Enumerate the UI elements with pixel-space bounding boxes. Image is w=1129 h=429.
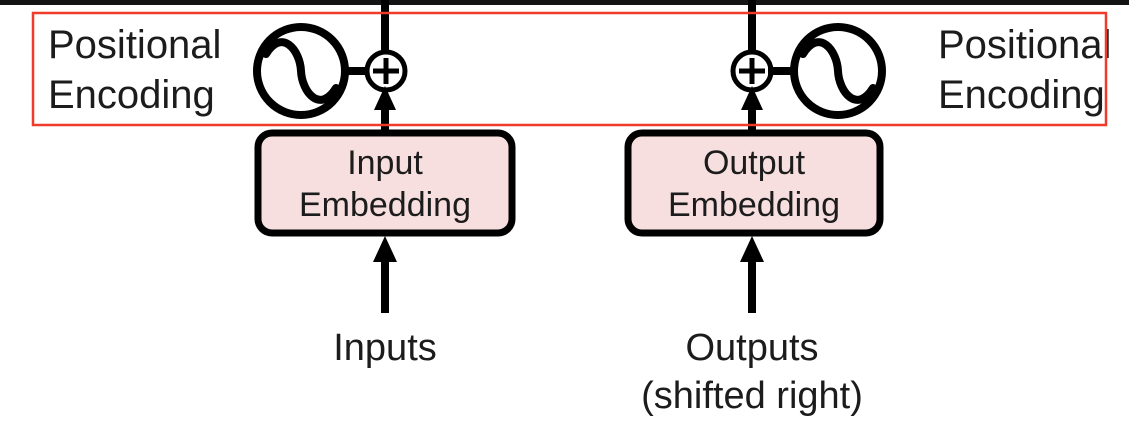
inputs-label: Inputs (333, 327, 437, 369)
output-embedding-box[interactable] (624, 129, 884, 237)
left-positional-encoding-label-line2: Encoding (48, 73, 215, 117)
outputs-label-line2: (shifted right) (641, 375, 863, 417)
top-crop-bar (0, 0, 1129, 5)
output-embedding-label-line1: Output (703, 144, 806, 182)
sine-wave-circle-icon (790, 23, 886, 119)
left-add-operator (364, 49, 408, 93)
left-embedding-to-add-arrow (374, 86, 396, 133)
input-embedding-label-line1: Input (347, 144, 423, 182)
output-embedding-label-line2: Embedding (668, 186, 840, 224)
right-add-operator (730, 49, 774, 93)
right-positional-encoding-label-line2: Encoding (938, 73, 1105, 117)
sine-wave-circle-icon (253, 23, 349, 119)
input-embedding-box[interactable] (254, 129, 516, 237)
inputs-to-embedding-arrow (373, 236, 397, 313)
right-embedding-to-add-arrow (741, 86, 763, 133)
outputs-label-line1: Outputs (685, 327, 818, 369)
right-positional-encoding-label-line1: Positional (938, 23, 1111, 67)
positional-encoding-highlight-box (31, 11, 1108, 127)
left-positional-encoding-label-line1: Positional (48, 23, 221, 67)
input-embedding-label-line2: Embedding (299, 186, 471, 224)
outputs-to-embedding-arrow (740, 236, 764, 313)
